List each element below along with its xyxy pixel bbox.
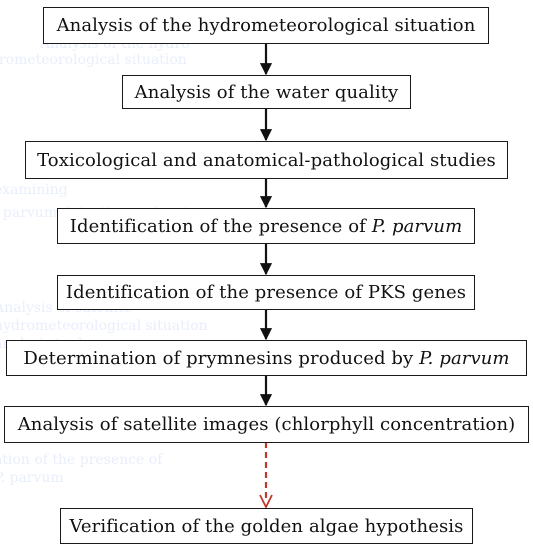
step-prymnesins-determination: Determination of prymnesins produced by … (6, 340, 527, 376)
step-pks-genes-identification: Identification of the presence of PKS ge… (57, 275, 475, 310)
step-p-parvum-identification: Identification of the presence of P. par… (57, 208, 475, 244)
step-label: Toxicological and anatomical-pathologica… (37, 149, 496, 171)
step-golden-algae-verification: Verification of the golden algae hypothe… (60, 508, 473, 544)
step-label: Analysis of the water quality (134, 81, 399, 103)
step-label: Verification of the golden algae hypothe… (69, 515, 464, 537)
step-label: Analysis of satellite images (chlorphyll… (17, 414, 516, 435)
step-label: Identification of the presence of (69, 215, 372, 237)
step-hydrometeorological-analysis: Analysis of the hydrometeorological situ… (43, 7, 489, 44)
species-name: P. parvum (419, 347, 510, 369)
step-satellite-image-analysis: Analysis of satellite images (chlorphyll… (4, 406, 529, 443)
step-water-quality-analysis: Analysis of the water quality (122, 75, 411, 109)
step-label: Analysis of the hydrometeorological situ… (56, 15, 476, 36)
step-label: Determination of prymnesins produced by (23, 347, 420, 369)
step-toxicological-studies: Toxicological and anatomical-pathologica… (25, 141, 508, 179)
species-name: P. parvum (371, 215, 463, 237)
step-label: Identification of the presence of PKS ge… (65, 282, 467, 303)
dashed-arrow (259, 442, 273, 510)
